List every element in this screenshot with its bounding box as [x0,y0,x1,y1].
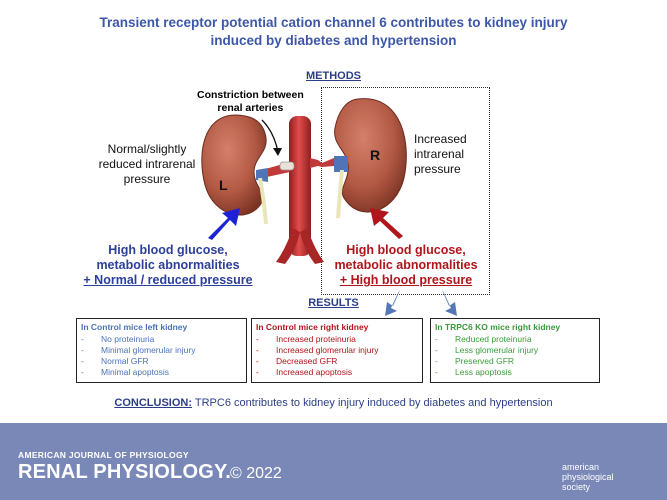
list-item-text: Increased glomerular injury [276,345,379,355]
right-kidney-letter: R [370,147,381,163]
society-line-3: society [562,482,591,492]
list-item-text: Increased proteinuria [276,334,356,344]
conclusion-text: TRPC6 contributes to kidney injury induc… [192,397,553,409]
constriction-label: Constriction between renal arteries [197,89,304,115]
list-item-text: Preserved GFR [455,356,515,366]
bullet: - [256,367,259,377]
title-line-2: induced by diabetes and hypertension [210,33,457,48]
bullet: - [81,334,84,344]
figure-title: Transient receptor potential cation chan… [0,14,667,50]
bullet: - [435,334,438,344]
left-pressure-line-2: reduced intrarenal [98,157,196,171]
methods-heading: METHODS [306,70,361,82]
constriction-line-2: renal arteries [217,102,284,114]
result-box-heading: In Control mice right kidney [256,322,369,332]
right-pressure-line-2: intrarenal [414,147,465,161]
left-kidney-letter: L [219,177,228,193]
list-item: - Increased proteinuria [256,334,418,345]
result-box-control-left: In Control mice left kidney - No proteinu… [76,318,247,383]
bullet: - [435,345,438,355]
right-condition-line-3: + High blood pressure [339,273,473,287]
result-box-control-right: In Control mice right kidney - Increased … [251,318,423,383]
right-kidney-icon [334,98,407,218]
list-item-text: Reduced proteinuria [455,334,532,344]
right-pressure-line-3: pressure [414,162,461,176]
society-line-2: physiological [562,472,614,482]
left-condition-line-2: metabolic abnormalities [96,258,240,272]
conclusion: CONCLUSION: TRPC6 contributes to kidney … [0,397,667,409]
bullet: - [435,367,438,377]
left-pressure-line-1: Normal/slightly [107,142,187,156]
conclusion-label: CONCLUSION: [114,397,193,409]
result-box-heading: In TRPC6 KO mice right kidney [435,322,561,332]
result-box-trpc6-ko-right: In TRPC6 KO mice right kidney - Reduced p… [430,318,600,383]
right-kidney-dotted-box [321,87,490,295]
list-item: - Normal GFR [81,356,242,367]
right-condition-text: High blood glucose, metabolic abnormalit… [322,243,490,288]
list-item-text: Decreased GFR [276,356,338,366]
list-item: - Minimal glomerular injury [81,345,242,356]
right-condition-line-2: metabolic abnormalities [334,258,478,272]
bullet: - [256,345,259,355]
journal-section: RENAL PHYSIOLOGY. [18,461,232,483]
left-pressure-line-3: pressure [123,172,171,186]
bullet: - [256,334,259,344]
bullet: - [256,356,259,366]
list-item: - Increased glomerular injury [256,345,418,356]
journal-name: AMERICAN JOURNAL OF PHYSIOLOGY [18,450,189,460]
constriction-line-1: Constriction between [197,89,304,101]
list-item: - Less apoptosis [435,367,595,378]
left-condition-text: High blood glucose, metabolic abnormalit… [58,243,278,288]
list-item-text: Minimal glomerular injury [101,345,196,355]
journal-footer [0,423,667,500]
left-condition-line-3: + Normal / reduced pressure [83,273,253,287]
bullet: - [435,356,438,366]
list-item-text: Less apoptosis [455,367,512,377]
list-item: - Increased apoptosis [256,367,418,378]
bullet: - [81,367,84,377]
list-item: - Minimal apoptosis [81,367,242,378]
title-line-1: Transient receptor potential cation chan… [99,15,568,30]
left-kidney-icon [201,114,268,224]
aorta-icon [262,116,334,264]
blue-arrow-icon [208,208,240,240]
society-name: american physiological society [562,462,614,492]
list-item: - Decreased GFR [256,356,418,367]
right-condition-line-1: High blood glucose, [346,243,466,257]
copyright-year: © 2022 [230,465,282,482]
list-item: - No proteinuria [81,334,242,345]
list-item-text: Minimal apoptosis [101,367,170,377]
left-condition-line-1: High blood glucose, [108,243,228,257]
left-pressure-label: Normal/slightly reduced intrarenal press… [92,142,202,187]
list-item: - Reduced proteinuria [435,334,595,345]
result-box-heading: In Control mice left kidney [81,322,188,332]
results-arrow-icon [385,290,457,316]
list-item: - Preserved GFR [435,356,595,367]
bullet: - [81,356,84,366]
list-item: - Less glomerular injury [435,345,595,356]
society-line-1: american [562,462,600,472]
right-pressure-label: Increased intrarenal pressure [414,132,467,177]
list-item-text: Increased apoptosis [276,367,353,377]
results-heading: RESULTS [308,297,359,309]
list-item-text: Normal GFR [101,356,149,366]
red-arrow-icon [370,208,403,239]
list-item-text: No proteinuria [101,334,155,344]
right-pressure-line-1: Increased [414,132,467,146]
list-item-text: Less glomerular injury [455,345,539,355]
bullet: - [81,345,84,355]
